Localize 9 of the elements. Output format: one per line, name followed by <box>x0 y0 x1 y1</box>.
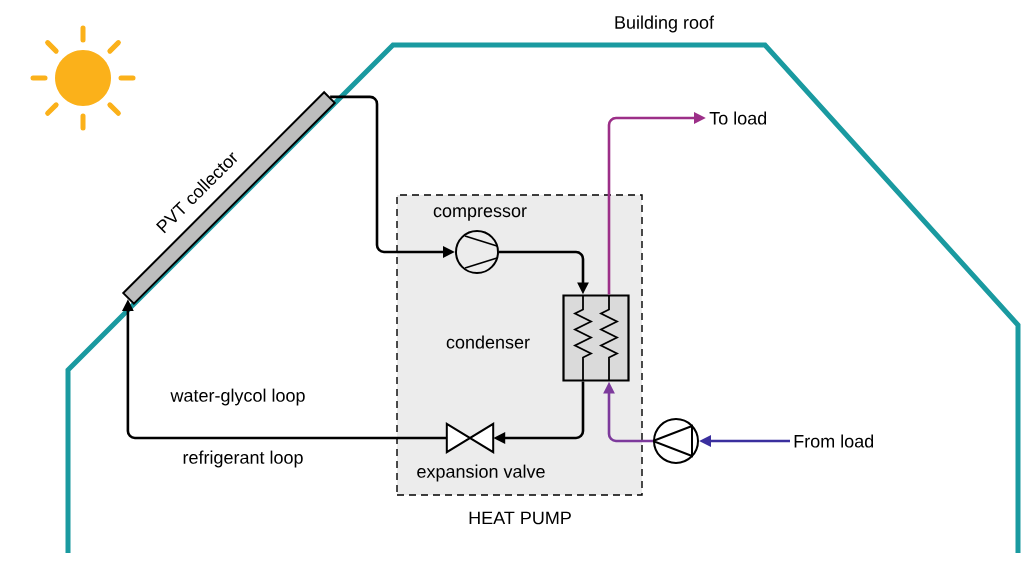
flow-label: To load <box>709 111 767 125</box>
flow-label: From load <box>794 434 874 448</box>
component-label: compressor <box>433 207 527 221</box>
text-label: water-glycol loop <box>170 388 305 406</box>
component-label: condenser <box>446 335 530 349</box>
box-label: HEAT PUMP <box>469 511 571 525</box>
component-label: expansion valve <box>417 464 545 482</box>
text-label: refrigerant loop <box>183 450 303 468</box>
text-label: Building roof <box>615 15 715 33</box>
